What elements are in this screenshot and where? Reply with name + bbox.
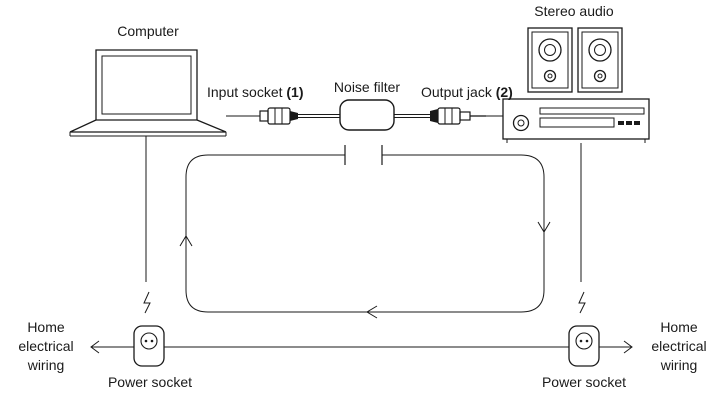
power-socket-icon (569, 326, 599, 366)
power-socket-right-label: Power socket (542, 374, 626, 390)
plug-icon (430, 108, 486, 124)
stereo-audio-label: Stereo audio (534, 3, 614, 19)
power-socket-icon (134, 326, 164, 366)
lightning-icon (144, 292, 150, 313)
home-wiring-right-line1: Home (660, 319, 698, 335)
amplifier-icon (503, 99, 649, 143)
home-wiring-right-line2: electrical (651, 338, 706, 354)
speaker-icon (578, 28, 622, 92)
lightning-icon (579, 292, 585, 313)
home-wiring-left-line2: electrical (18, 338, 73, 354)
home-wiring-right-line3: wiring (660, 357, 698, 373)
plug-icon (260, 108, 298, 124)
home-wiring-left-line1: Home (27, 319, 65, 335)
speaker-icon (528, 28, 572, 92)
output-jack-label: Output jack (2) (421, 84, 513, 100)
input-socket-label: Input socket (1) (207, 84, 304, 100)
ground-loop (180, 145, 550, 318)
laptop-icon (70, 50, 226, 136)
power-socket-left-label: Power socket (108, 374, 192, 390)
noise-filter-label: Noise filter (334, 79, 400, 95)
computer-label: Computer (117, 23, 179, 39)
home-wiring-left-line3: wiring (27, 357, 65, 373)
noise-filter-icon (340, 100, 394, 130)
